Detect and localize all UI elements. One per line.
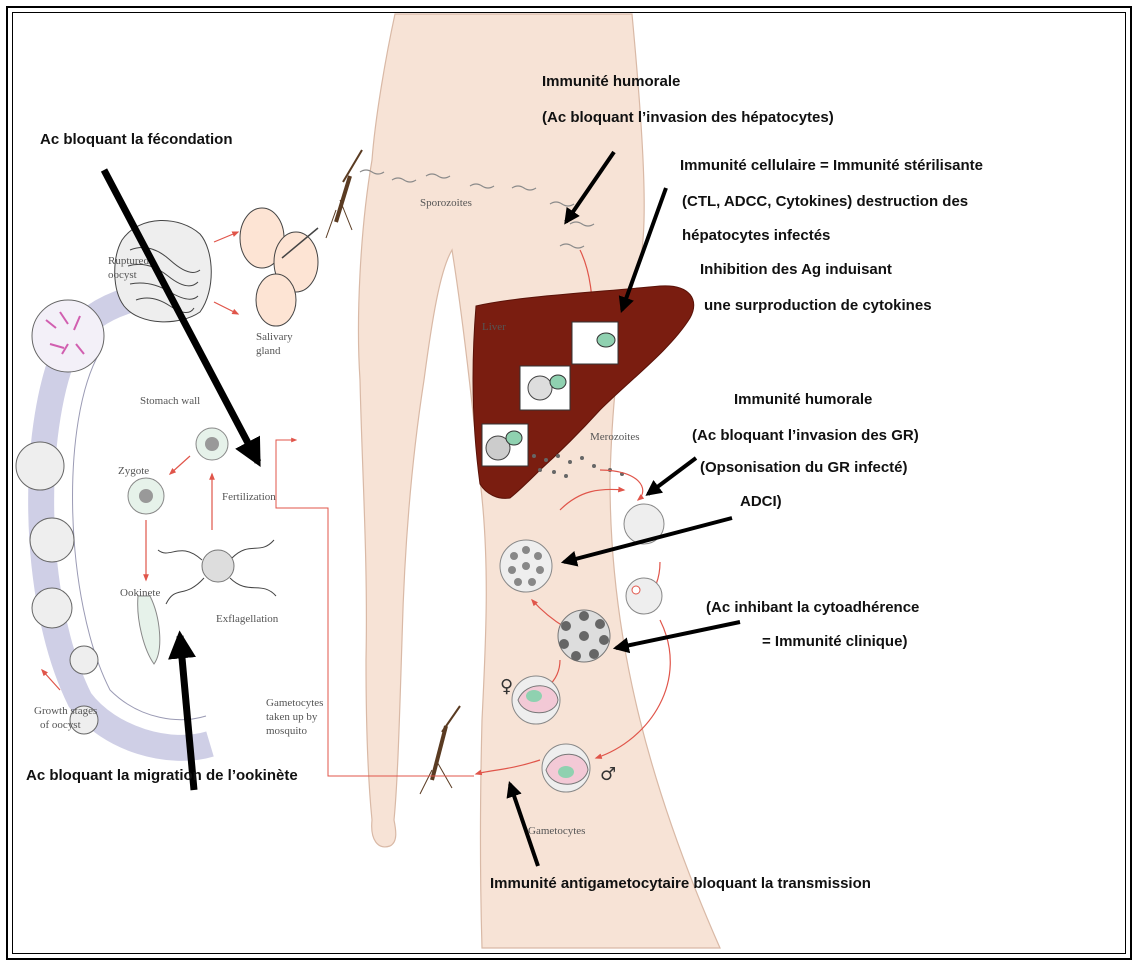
ring-stage-cell (626, 578, 662, 614)
sporozoite-to-gland-arrow-2 (214, 302, 238, 314)
label-exflagellation: Exflagellation (216, 613, 279, 625)
female-symbol: ♀ (500, 676, 513, 697)
annotation-cellular-1: Immunité cellulaire = Immunité stérilisa… (680, 157, 983, 174)
label-liver: Liver (482, 321, 506, 333)
annotation-fecondation: Ac bloquant la fécondation (40, 131, 233, 148)
salivary-gland (240, 208, 318, 326)
annotation-humoral-1: Immunité humorale (542, 73, 680, 90)
label-gametocytes: Gametocytes (528, 825, 585, 837)
label-gametocytes-taken-1: Gametocytes (266, 697, 323, 709)
annotation-transmission: Immunité antigametocytaire bloquant la t… (490, 875, 871, 892)
label-fertilization: Fertilization (222, 491, 276, 503)
fertilization-to-zygote-arrow (170, 456, 190, 474)
exflagellation-cell (158, 540, 276, 604)
ookinete-cell (138, 596, 160, 664)
infected-hepatocyte-1 (572, 322, 618, 364)
annotation-inhibition-2: une surproduction de cytokines (704, 297, 932, 314)
schizont (500, 540, 552, 592)
annotation-humoral-2-line3: ADCI) (740, 493, 782, 510)
female-gametocyte (512, 676, 560, 724)
infected-hepatocyte-2 (520, 366, 570, 410)
label-sporozoites: Sporozoites (420, 197, 472, 209)
arrow-fecondation (104, 170, 258, 462)
annotation-humoral-1-detail: (Ac bloquant l’invasion des hépatocytes) (542, 109, 834, 126)
label-salivary-1: Salivary (256, 331, 293, 343)
fertilized-cell (196, 428, 228, 460)
annotation-humoral-2: Immunité humorale (734, 391, 872, 408)
male-symbol: ♂ (600, 764, 616, 785)
annotation-cellular-3: hépatocytes infectés (682, 227, 830, 244)
label-ruptured-oocyst-1: Ruptured (108, 255, 149, 267)
label-stomach-wall: Stomach wall (140, 395, 200, 407)
annotation-cellular-2: (CTL, ADCC, Cytokines) destruction des (682, 193, 968, 210)
label-growth-1: Growth stages (34, 705, 97, 717)
annotation-humoral-2-line2: (Opsonisation du GR infecté) (700, 459, 908, 476)
mosquito-bottom-icon (420, 706, 460, 794)
sporozoite-to-gland-arrow (214, 232, 238, 242)
mature-schizont (558, 610, 610, 662)
annotation-cytoadherence-1: (Ac inhibant la cytoadhérence (706, 599, 919, 616)
label-merozoites: Merozoites (590, 431, 639, 443)
annotation-inhibition-1: Inhibition des Ag induisant (700, 261, 892, 278)
label-ookinete: Ookinete (120, 587, 160, 599)
label-ruptured-oocyst-2: oocyst (108, 269, 137, 281)
label-zygote: Zygote (118, 465, 149, 477)
arrow-cytoadherence (616, 622, 740, 648)
arrow-humoral-gr (648, 458, 696, 494)
annotation-ookinete-migration: Ac bloquant la migration de l’ookinète (26, 767, 298, 784)
label-growth-2: of oocyst (40, 719, 81, 731)
infected-hepatocyte-3 (482, 424, 528, 466)
label-gametocytes-taken-2: taken up by (266, 711, 318, 723)
annotation-cytoadherence-2: = Immunité clinique) (762, 633, 907, 650)
zygote-cell (128, 478, 164, 514)
label-salivary-2: gland (256, 345, 281, 357)
label-gametocytes-taken-3: mosquito (266, 725, 307, 737)
male-gametocyte (542, 744, 590, 792)
annotation-humoral-2-line1: (Ac bloquant l’invasion des GR) (692, 427, 919, 444)
mosquito-top-icon (326, 150, 362, 238)
